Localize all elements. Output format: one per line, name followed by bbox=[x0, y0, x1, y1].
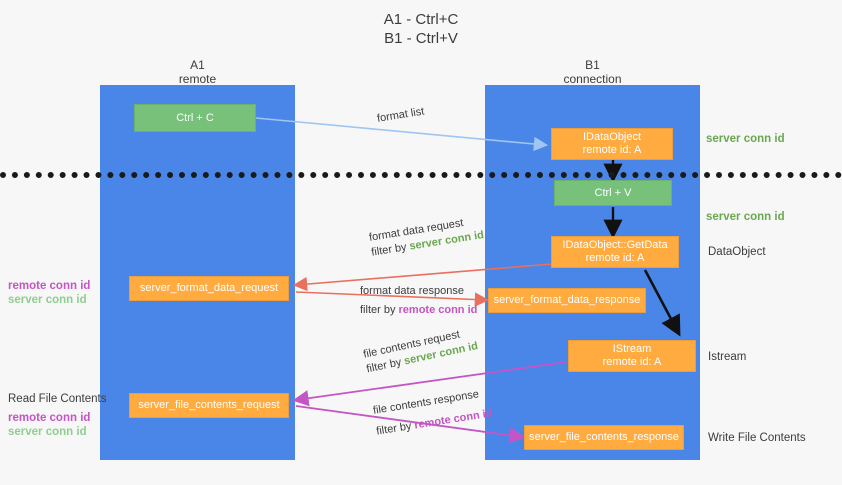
box-getdata[interactable]: IDataObject::GetData remote id: A bbox=[551, 236, 679, 268]
box-istream[interactable]: IStream remote id: A bbox=[568, 340, 696, 372]
label-write-file-contents: Write File Contents bbox=[708, 432, 806, 444]
filter-prefix: filter by bbox=[375, 419, 416, 438]
filter-prefix: filter by bbox=[360, 304, 399, 316]
label-read-file-contents: Read File Contents bbox=[8, 393, 107, 405]
box-ctrl-c-label: Ctrl + C bbox=[176, 111, 214, 124]
box-server-file-contents-request-label: server_file_contents_request bbox=[138, 399, 280, 411]
box-idataobject-top-line1: IDataObject bbox=[582, 131, 642, 143]
title-line-2: B1 - Ctrl+V bbox=[384, 30, 458, 47]
legend-remote-conn-id-file: remote conn id bbox=[8, 412, 91, 424]
column-header-b1: B1 connection bbox=[485, 58, 700, 86]
column-header-a1-name: A1 bbox=[190, 58, 205, 72]
box-getdata-line2: remote id: A bbox=[585, 252, 645, 264]
box-getdata-line1: IDataObject::GetData bbox=[562, 239, 668, 251]
legend-conn-ids-format: remote conn id server conn id bbox=[8, 279, 90, 307]
arrow-label-file-contents-response: file contents response filter by remote … bbox=[372, 386, 494, 440]
label-server-conn-id-mid: server conn id bbox=[706, 211, 785, 223]
box-idataobject-top[interactable]: IDataObject remote id: A bbox=[551, 128, 673, 160]
column-header-a1-sub: remote bbox=[178, 72, 217, 86]
filter-value-remote-conn-id: remote conn id bbox=[413, 407, 494, 432]
box-ctrl-c[interactable]: Ctrl + C bbox=[134, 104, 256, 132]
legend-remote-conn-id-format: remote conn id bbox=[8, 280, 91, 292]
title-line-1: A1 - Ctrl+C bbox=[383, 11, 459, 28]
page-title: A1 - Ctrl+C B1 - Ctrl+V bbox=[0, 10, 842, 48]
box-server-format-data-response-label: server_format_data_response bbox=[493, 294, 641, 306]
box-ctrl-v-label: Ctrl + V bbox=[594, 186, 632, 199]
box-server-format-data-request[interactable]: server_format_data_request bbox=[129, 276, 289, 301]
box-idataobject-top-line2: remote id: A bbox=[582, 144, 642, 156]
box-server-file-contents-request[interactable]: server_file_contents_request bbox=[129, 393, 289, 418]
filter-value-remote-conn-id: remote conn id bbox=[398, 304, 478, 316]
legend-server-conn-id-file: server conn id bbox=[8, 426, 87, 438]
box-ctrl-v[interactable]: Ctrl + V bbox=[554, 180, 672, 206]
box-istream-line1: IStream bbox=[612, 343, 652, 355]
box-istream-line2: remote id: A bbox=[602, 356, 662, 368]
box-server-file-contents-response[interactable]: server_file_contents_response bbox=[524, 425, 684, 450]
label-server-conn-id-top: server conn id bbox=[706, 133, 785, 145]
column-header-b1-sub: connection bbox=[563, 72, 622, 86]
arrow-label-format-data-response-line2: filter by remote conn id bbox=[360, 303, 477, 318]
arrow-label-format-data-response-line1: format data response bbox=[360, 285, 464, 297]
legend-server-conn-id-format: server conn id bbox=[8, 294, 87, 306]
column-header-a1: A1 remote bbox=[100, 58, 295, 86]
legend-conn-ids-file: remote conn id server conn id bbox=[8, 411, 90, 439]
time-divider bbox=[0, 172, 842, 178]
arrow-label-format-data-request: format data request filter by server con… bbox=[368, 213, 485, 260]
label-istream: Istream bbox=[708, 351, 747, 363]
label-dataobject: DataObject bbox=[708, 246, 766, 258]
box-server-format-data-request-label: server_format_data_request bbox=[139, 282, 279, 294]
box-server-file-contents-response-label: server_file_contents_response bbox=[529, 431, 679, 443]
box-server-format-data-response[interactable]: server_format_data_response bbox=[488, 288, 646, 313]
arrow-label-format-list: format list bbox=[376, 105, 426, 125]
arrow-label-format-data-response: format data response filter by remote co… bbox=[360, 284, 477, 318]
arrow-label-file-contents-request: file contents request filter by server c… bbox=[362, 324, 479, 377]
column-header-b1-name: B1 bbox=[585, 58, 600, 72]
